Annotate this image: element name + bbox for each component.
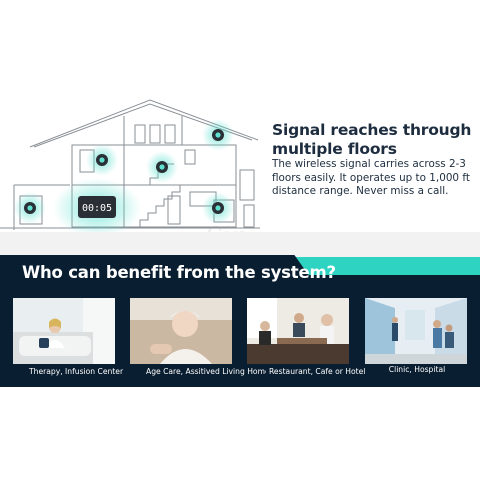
description: The wireless signal carries across 2-3 f… (272, 158, 470, 197)
section-title: Who can benefit from the system? (22, 263, 336, 282)
card-restaurant (247, 298, 349, 364)
card-label-therapy: Therapy, Infusion Center (26, 367, 123, 378)
card-clinic (365, 298, 467, 364)
headline: Signal reaches through multiple floors (272, 121, 472, 158)
card-label-age-care: Age Care, Assitived Living Home (143, 367, 270, 378)
card-therapy (13, 298, 115, 364)
receiver-display-text: 00:05 (82, 203, 112, 214)
card-label-clinic: Clinic, Hospital (383, 365, 451, 376)
card-age-care (130, 298, 232, 364)
card-label-restaurant: Restaurant, Cafe or Hotel (266, 367, 365, 378)
house-illustration: 00:05 (0, 88, 480, 248)
section-title-banner (0, 255, 320, 291)
